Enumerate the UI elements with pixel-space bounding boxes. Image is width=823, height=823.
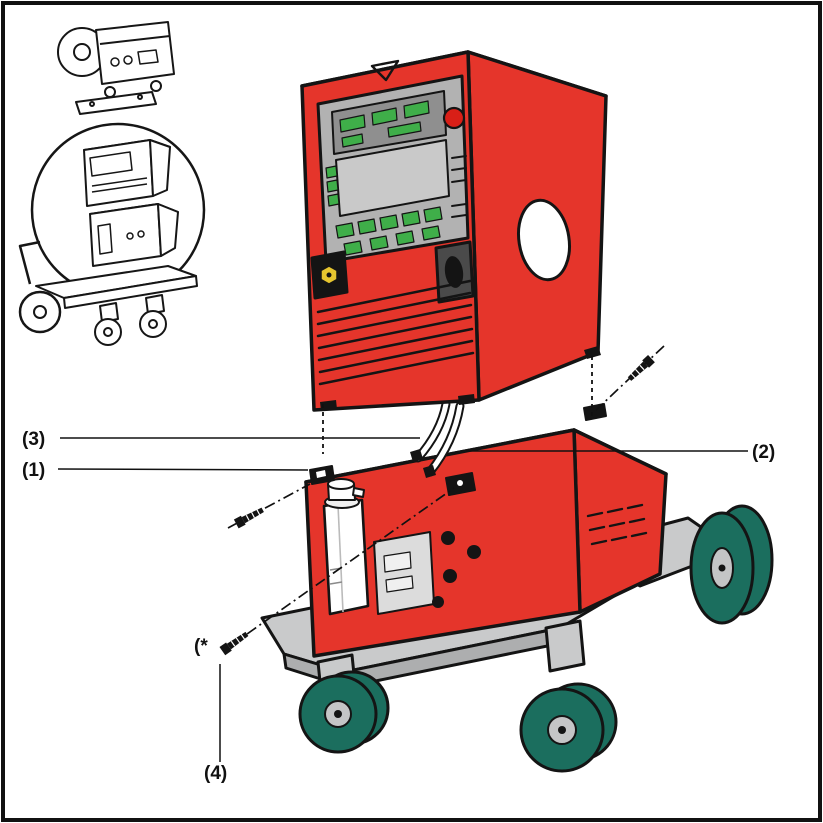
cooling-unit-front	[304, 428, 582, 658]
torch-connector-socket	[310, 250, 349, 300]
digital-display	[403, 100, 430, 119]
callouts: (3) (1) (2) (4) (*	[22, 429, 775, 784]
fastening-screws	[219, 345, 665, 656]
screw-top-right	[627, 354, 655, 381]
panel-button[interactable]	[343, 240, 363, 256]
panel-button[interactable]	[423, 206, 443, 223]
panel-button[interactable]	[401, 210, 421, 227]
coolant-socket	[467, 545, 481, 559]
vent-louvers	[316, 279, 475, 386]
hose	[427, 403, 463, 475]
inset-assembly-overview	[18, 21, 206, 346]
inset-mounting-plate	[75, 91, 157, 115]
inset-trolley	[18, 240, 198, 346]
mounting-brackets	[309, 403, 607, 496]
seven-segment-displays	[339, 100, 430, 148]
foot	[584, 346, 601, 359]
callout-2-label: (2)	[752, 442, 775, 463]
mounting-bracket-right	[583, 403, 607, 421]
coolant-socket	[443, 569, 457, 583]
hose-fitting	[423, 465, 436, 478]
button-row-upper	[335, 206, 443, 239]
socket-opening	[444, 256, 464, 288]
digital-display	[339, 114, 366, 133]
callout-4-label: (4)	[204, 763, 227, 784]
callout-1-label: (1)	[22, 460, 45, 481]
indicator-bar	[341, 133, 364, 148]
front-caster-right	[519, 619, 618, 773]
foot	[458, 394, 475, 405]
indicator-bar	[387, 121, 422, 138]
caster-fork	[544, 619, 586, 673]
hose-fitting	[410, 449, 423, 462]
adjustment-knob[interactable]	[442, 106, 466, 130]
panel-button[interactable]	[357, 218, 377, 235]
tank-spout	[352, 487, 365, 498]
callout-1-line	[57, 468, 309, 471]
cooling-side-vents	[586, 503, 648, 546]
inset-wirefeeder	[57, 21, 175, 98]
front-caster-left	[298, 653, 390, 754]
panel-button[interactable]	[395, 230, 415, 246]
cooling-unit	[304, 403, 668, 658]
coolant-tank	[322, 478, 370, 616]
callout-3-label: (3)	[22, 429, 45, 450]
tank-body	[322, 498, 370, 616]
coolant-socket	[441, 531, 455, 545]
screw-left	[233, 507, 264, 529]
panel-button[interactable]	[326, 179, 339, 193]
warning-triangle-icon	[370, 59, 400, 82]
panel-button[interactable]	[379, 214, 399, 231]
left-button-column	[325, 165, 340, 207]
cooling-service-panel	[373, 531, 435, 615]
footnote-marker: (*	[194, 636, 208, 657]
foot	[320, 400, 337, 411]
coolant-hoses	[410, 399, 465, 478]
screw-bottom-left	[219, 631, 249, 656]
panel-button[interactable]	[327, 193, 340, 207]
inset-power-source	[83, 139, 171, 207]
inset-cooling-unit	[89, 203, 179, 267]
coolant-connectors	[432, 531, 481, 608]
digital-display	[371, 107, 398, 126]
menu-mark-lines	[451, 155, 467, 218]
leader-line-screw-bottom	[229, 487, 455, 647]
panel-button[interactable]	[369, 235, 389, 251]
panel-button[interactable]	[421, 225, 441, 241]
panel-button[interactable]	[335, 222, 355, 239]
brand-oval	[517, 198, 571, 282]
panel-button[interactable]	[325, 165, 338, 179]
coolant-socket	[432, 596, 444, 608]
power-source	[300, 50, 608, 412]
control-panel	[316, 74, 470, 264]
